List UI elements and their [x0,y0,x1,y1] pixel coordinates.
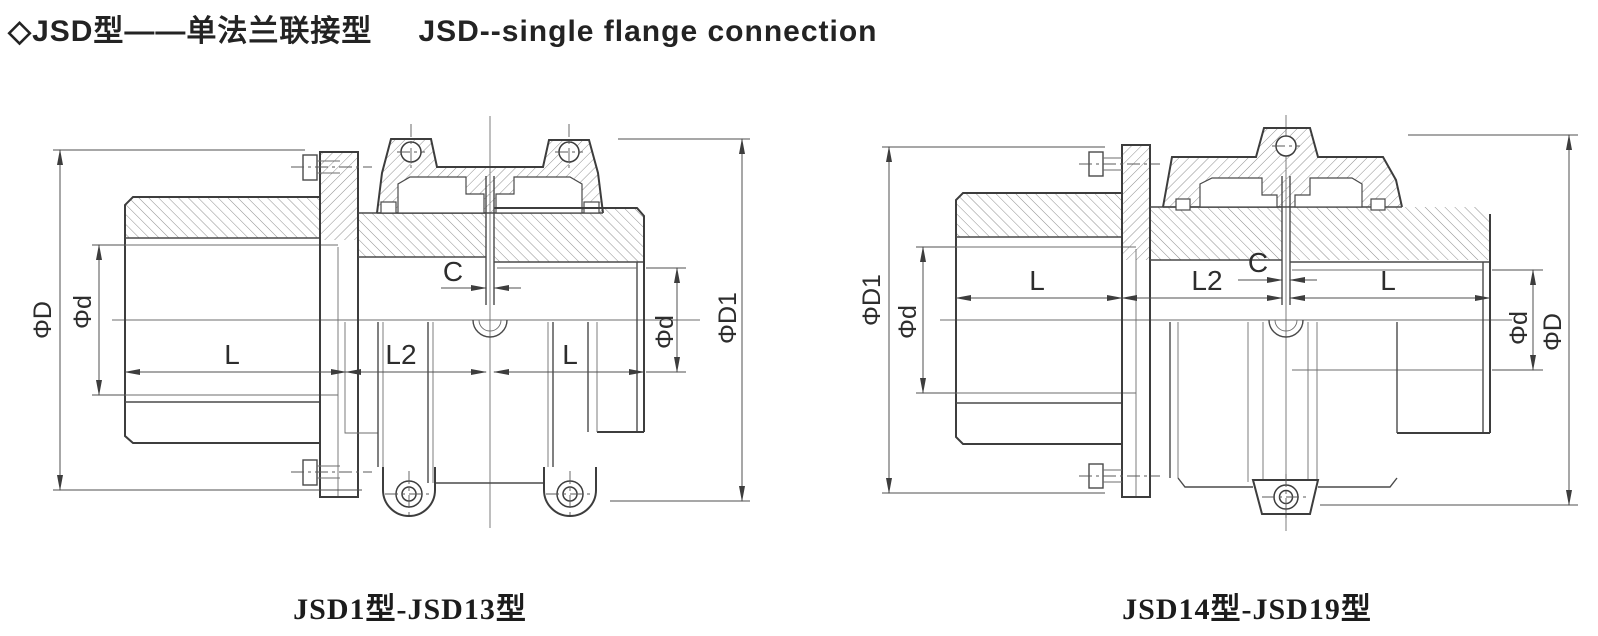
dim-label-gap-C: C [443,256,463,287]
bolt-lug [1251,479,1320,515]
dim-label-bore-left: Φd [69,295,97,329]
left-coupling-drawing: ΦD Φd L L2 L C Φd ΦD1 [29,116,750,528]
caption-jsd1-jsd13: JSD1型-JSD13型 [293,593,527,626]
dim-label-bore-right: Φd [651,315,679,349]
page-title: ◇JSD型——单法兰联接型 JSD--single flange connect… [8,6,878,50]
elastic-element-lower-view [1169,322,1398,521]
elastic-element-lower-view [344,322,598,518]
dimensions-right-figure: ΦD1 Φd L L2 L C Φd ΦD [858,134,1578,506]
dim-label-L2: L2 [385,339,416,370]
reserve-bolt-icon [1175,198,1191,211]
dim-label-bore-left: Φd [894,305,922,339]
right-hub [1290,214,1491,434]
flange [1079,144,1160,498]
dim-label-gap-C: C [1248,247,1268,278]
dim-label-L-right: L [562,339,578,370]
dim-label-L2: L2 [1191,265,1222,296]
dim-label-L-left: L [224,339,240,370]
title-en: JSD--single flange connection [418,15,878,48]
flange-bolt-icon [302,154,318,181]
dim-label-L-right: L [1380,265,1396,296]
left-hub [955,192,1137,497]
dim-label-outer-left: ΦD [29,301,57,339]
dim-label-outer-right: ΦD1 [714,292,742,344]
reserve-bolt-icon [380,201,397,214]
caption-jsd14-jsd19: JSD14型-JSD19型 [1122,593,1372,626]
bolt-lug [382,467,436,517]
cover [376,124,604,214]
reserve-bolt-icon [1370,198,1386,211]
title-zh: ◇JSD型——单法兰联接型 [8,15,373,48]
dim-label-bore-right: Φd [1505,311,1533,345]
bolt-lug [543,467,597,517]
cover [1162,127,1403,211]
dimensions-left-figure: ΦD Φd L L2 L C Φd ΦD1 [29,138,750,502]
dim-label-outer-right: ΦD [1539,313,1567,351]
dim-label-L-left: L [1029,265,1045,296]
flange-bolt-icon [302,459,318,486]
right-hub [494,207,645,433]
dim-label-outer-left: ΦD1 [858,274,886,326]
right-coupling-drawing: ΦD1 Φd L L2 L C Φd ΦD [858,115,1578,531]
flange [291,151,372,498]
